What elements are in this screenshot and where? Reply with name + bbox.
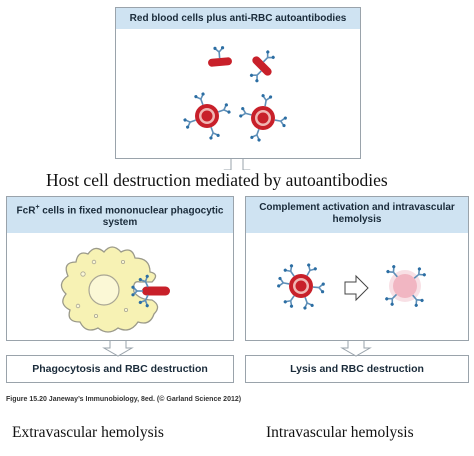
vesicle bbox=[121, 259, 126, 264]
coated-rbc bbox=[276, 262, 326, 311]
left-panel-title: FcR+ cells in fixed mononuclear phagocyt… bbox=[7, 197, 233, 233]
right-panel: Complement activation and intravascular … bbox=[245, 196, 469, 341]
left-panel: FcR+ cells in fixed mononuclear phagocyt… bbox=[6, 196, 234, 341]
vesicle bbox=[94, 313, 99, 318]
vesicle bbox=[91, 259, 97, 265]
vesicle bbox=[75, 303, 81, 309]
right-panel-title: Complement activation and intravascular … bbox=[246, 197, 468, 233]
phagocyte-nucleus bbox=[88, 274, 120, 306]
top-panel-title: Red blood cells plus anti-RBC autoantibo… bbox=[116, 8, 360, 29]
left-result-box: Phagocytosis and RBC destruction bbox=[6, 355, 234, 383]
rbc-face-bottom-left bbox=[182, 91, 232, 141]
top-panel: Red blood cells plus anti-RBC autoantibo… bbox=[115, 7, 361, 159]
rbc-face-bottom-right bbox=[238, 93, 288, 143]
rbc-side-top-left bbox=[207, 45, 233, 68]
transition-arrow bbox=[344, 274, 369, 302]
left-down-arrow bbox=[102, 341, 134, 357]
right-result-box: Lysis and RBC destruction bbox=[245, 355, 469, 383]
overlay-title: Host cell destruction mediated by autoan… bbox=[44, 170, 390, 191]
left-panel-title-sup: + bbox=[35, 204, 40, 211]
rbc-side-top-right bbox=[248, 48, 277, 84]
figure-caption: Figure 15.20 Janeway’s Immunobiology, 8e… bbox=[6, 396, 242, 403]
label-extravascular: Extravascular hemolysis bbox=[12, 424, 164, 441]
engulfed-rbc bbox=[130, 273, 170, 309]
lysed-rbc bbox=[383, 263, 428, 309]
label-intravascular: Intravascular hemolysis bbox=[266, 424, 414, 441]
vesicle bbox=[80, 271, 86, 277]
right-down-arrow bbox=[340, 341, 372, 357]
vesicle bbox=[124, 307, 129, 312]
